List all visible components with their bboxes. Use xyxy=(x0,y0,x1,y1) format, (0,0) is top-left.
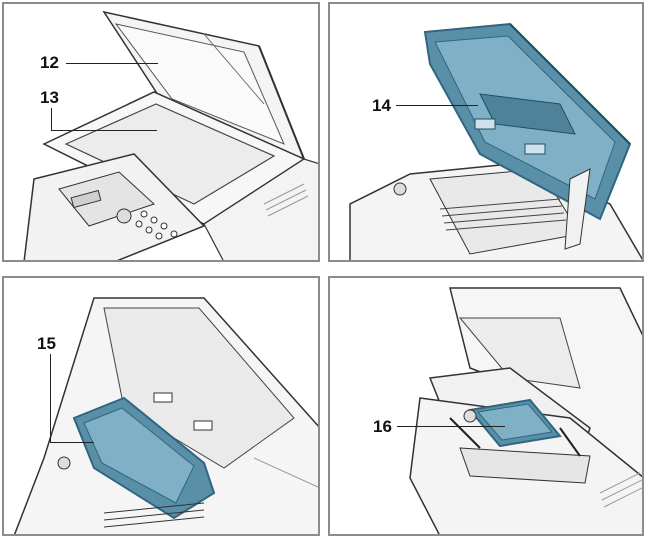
leader-line-12 xyxy=(66,63,158,64)
panel-scanner-lid: 12 13 xyxy=(2,2,320,262)
leader-line-13-vertical xyxy=(51,108,52,131)
callout-13: 13 xyxy=(40,88,59,107)
callout-15: 15 xyxy=(37,334,56,353)
panel-toner-cartridge: 16 xyxy=(328,276,644,536)
panel-scan-unit: 14 xyxy=(328,2,644,262)
toner-illustration xyxy=(409,287,642,534)
leader-line-15-vertical xyxy=(50,354,51,442)
leader-line-13 xyxy=(52,130,157,131)
inner-cover-illustration xyxy=(13,297,318,534)
panel-inner-cover: 15 xyxy=(2,276,320,536)
callout-12: 12 xyxy=(40,53,59,72)
scan-unit-illustration xyxy=(349,22,642,260)
leader-line-16 xyxy=(397,426,505,427)
callout-16: 16 xyxy=(373,417,392,436)
leader-line-15 xyxy=(50,442,94,443)
callout-14: 14 xyxy=(372,96,391,115)
scanner-illustration xyxy=(23,10,318,260)
leader-line-14 xyxy=(396,105,478,106)
